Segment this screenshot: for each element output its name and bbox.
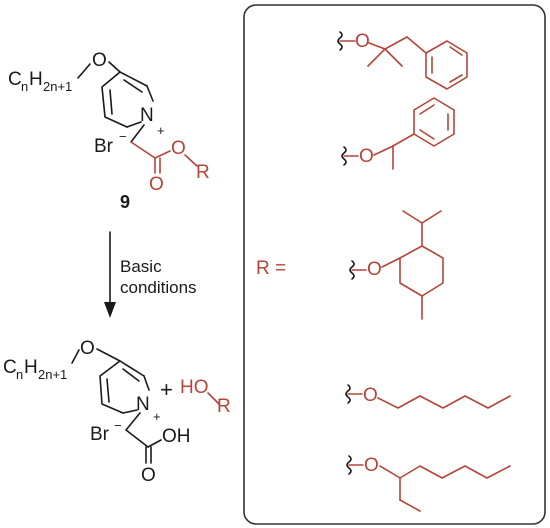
bromide-charge: − [119, 129, 127, 144]
ring-nitrogen: N [140, 105, 154, 126]
ether-oxygen: O [80, 338, 95, 359]
chain-c: C [8, 69, 22, 90]
chain-n-subscript: n [21, 79, 28, 94]
ring-nitrogen: N [136, 394, 150, 415]
r-option-5: O [346, 455, 511, 512]
ester-oxygen: O [171, 138, 186, 159]
r3-oxygen: O [367, 259, 382, 280]
bromide: Br [90, 424, 110, 445]
condition-line-1: Basic [120, 257, 162, 276]
r1-oxygen: O [355, 31, 370, 52]
plus-charge: + [157, 123, 165, 138]
cyclohexane-ring [399, 245, 444, 297]
hydroxyl: OH [162, 426, 191, 447]
compound-number: 9 [120, 192, 130, 212]
benzene-ring [413, 97, 455, 147]
product-alcohol: HO R [180, 377, 231, 417]
pyridinium-ring [99, 360, 145, 414]
r-label: R = [256, 258, 286, 279]
chain-h: H [29, 69, 43, 90]
reaction-arrow: Basic conditions [104, 231, 197, 318]
r-option-2: O [341, 97, 455, 170]
carbonyl-oxygen: O [141, 465, 156, 486]
r5-oxygen: O [364, 455, 379, 476]
plus-charge: + [153, 409, 161, 424]
product-acid: C n H 2n+1 O N + Br − O OH [3, 338, 191, 486]
r-group: R [196, 162, 210, 183]
arrow-head [104, 302, 116, 318]
chain-2n1-subscript: 2n+1 [38, 367, 67, 382]
r-option-1: O [337, 31, 468, 90]
plus-sign: + [160, 377, 173, 402]
chain-h: H [24, 357, 38, 378]
chain-2n1-subscript: 2n+1 [43, 79, 72, 94]
alcohol-ho: HO [180, 377, 209, 398]
chain-c: C [3, 357, 17, 378]
branched-chain [399, 465, 511, 479]
benzene-ring [425, 40, 468, 90]
r-group-panel [243, 4, 546, 525]
r2-oxygen: O [359, 146, 374, 167]
r-option-3: O [349, 210, 444, 320]
bromide-charge: − [114, 418, 122, 433]
alcohol-r: R [217, 396, 231, 417]
bromide: Br [94, 136, 114, 157]
ether-oxygen: O [92, 50, 107, 71]
r-option-4: O [345, 384, 511, 409]
condition-line-2: conditions [120, 278, 197, 297]
r4-oxygen: O [363, 385, 378, 406]
carbonyl-oxygen: O [149, 174, 164, 195]
chain-n-subscript: n [16, 367, 23, 382]
hexyl-chain [377, 395, 511, 409]
compound-9: C n H 2n+1 O N + Br − O O R 9 [8, 50, 210, 212]
pyridinium-ring [101, 71, 148, 128]
